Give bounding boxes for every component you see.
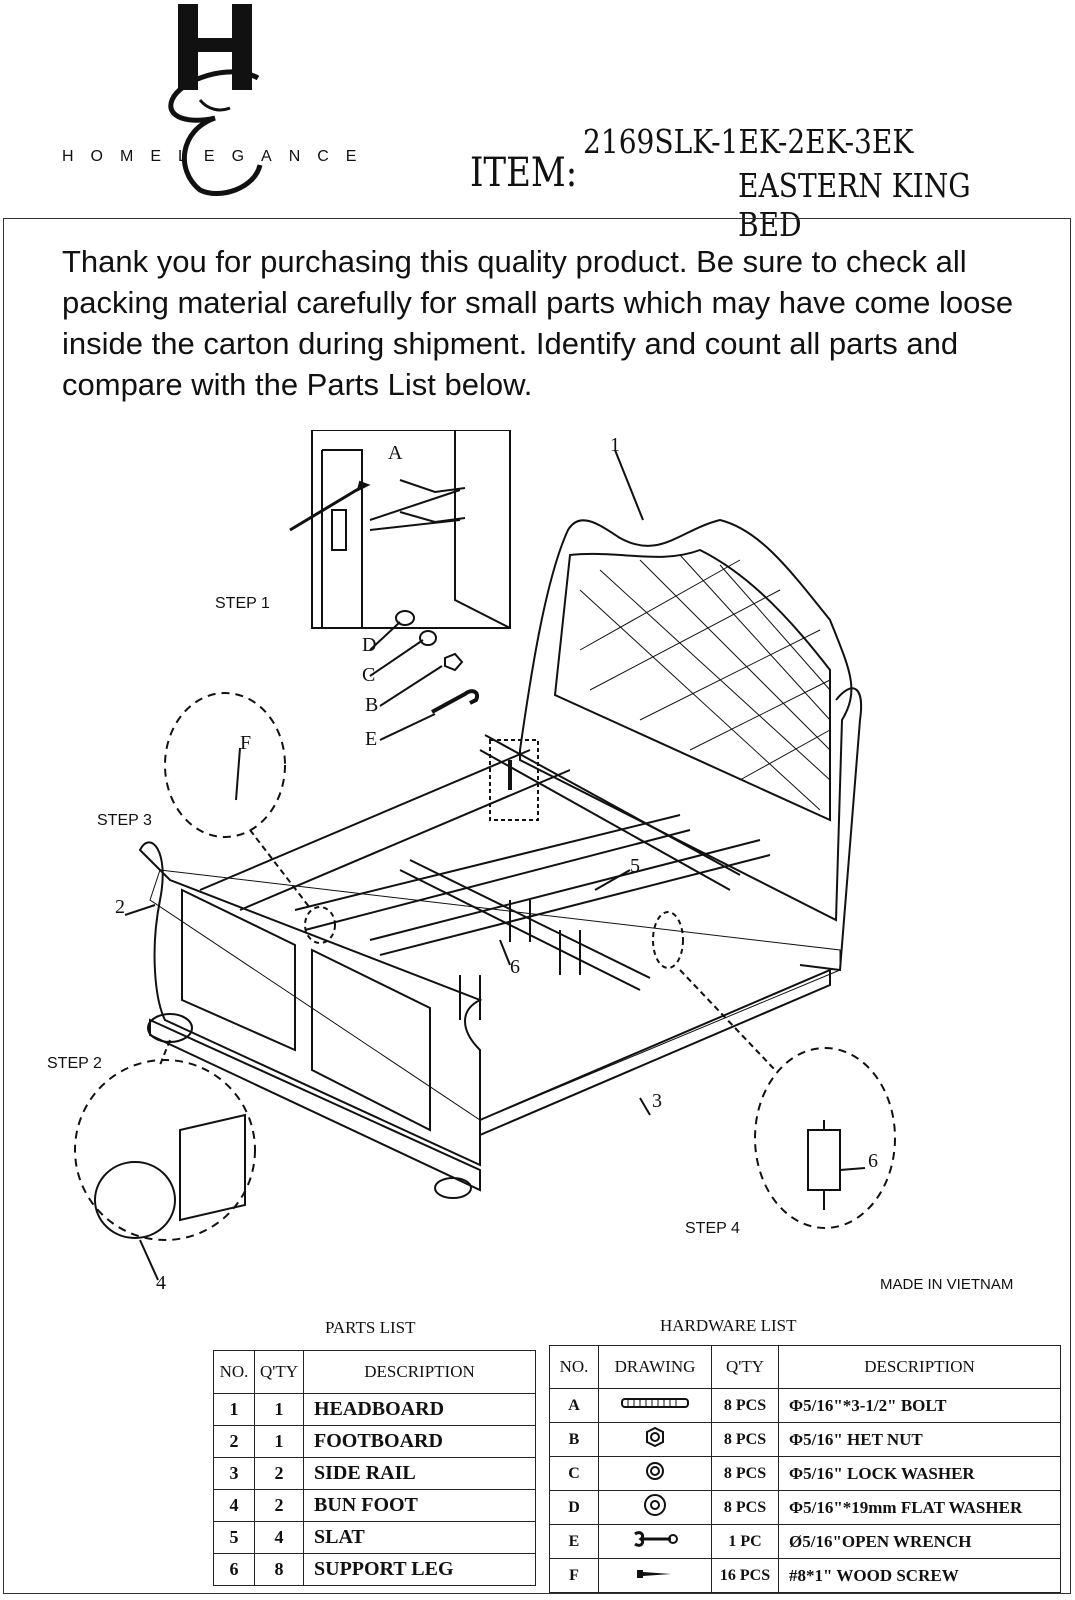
callout-2: 2 bbox=[115, 896, 125, 918]
callout-5: 5 bbox=[630, 855, 640, 877]
hardware-code: E bbox=[549, 1524, 599, 1559]
table-row: F 16 PCS#8*1" WOOD SCREW bbox=[549, 1558, 1061, 1593]
part-description: BUN FOOT bbox=[303, 1489, 536, 1522]
hardware-quantity: 8 PCS bbox=[711, 1456, 779, 1491]
callout-F: F bbox=[240, 732, 252, 754]
callout-E: E bbox=[365, 728, 378, 750]
part-quantity: 2 bbox=[254, 1489, 304, 1522]
callout-4: 4 bbox=[156, 1272, 166, 1294]
hardware-code: A bbox=[549, 1388, 599, 1423]
part-quantity: 1 bbox=[254, 1425, 304, 1458]
step-2-label: STEP 2 bbox=[47, 1055, 102, 1072]
part-description: SUPPORT LEG bbox=[303, 1553, 536, 1586]
part-number: 5 bbox=[213, 1521, 255, 1554]
column-header: NO. bbox=[549, 1345, 599, 1389]
hardware-description: Φ5/16" LOCK WASHER bbox=[778, 1456, 1061, 1491]
part-number: 4 bbox=[213, 1489, 255, 1522]
brand-name: HOMELEGANCE bbox=[62, 148, 374, 165]
column-header: Q'TY bbox=[254, 1350, 304, 1394]
part-number: 2 bbox=[213, 1425, 255, 1458]
column-header: DRAWING bbox=[598, 1345, 712, 1389]
hardware-quantity: 8 PCS bbox=[711, 1422, 779, 1457]
part-description: HEADBOARD bbox=[303, 1393, 536, 1426]
hardware-quantity: 8 PCS bbox=[711, 1388, 779, 1423]
callout-6b: 6 bbox=[868, 1150, 878, 1172]
hardware-code: D bbox=[549, 1490, 599, 1525]
part-quantity: 2 bbox=[254, 1457, 304, 1490]
part-number: 1 bbox=[213, 1393, 255, 1426]
wrench-icon bbox=[598, 1524, 712, 1559]
hardware-quantity: 16 PCS bbox=[711, 1558, 779, 1593]
step-1-label: STEP 1 bbox=[215, 595, 270, 612]
callout-6a: 6 bbox=[510, 956, 520, 978]
item-code: 2169SLK-1EK-2EK-3EK bbox=[583, 122, 914, 161]
hardware-description: Ø5/16"OPEN WRENCH bbox=[778, 1524, 1061, 1559]
part-description: SLAT bbox=[303, 1521, 536, 1554]
callout-A: A bbox=[388, 442, 403, 464]
bed-illustration bbox=[74, 429, 896, 1281]
column-header: DESCRIPTION bbox=[303, 1350, 536, 1394]
flat-washer-icon bbox=[598, 1490, 712, 1525]
hardware-description: Φ5/16"*19mm FLAT WASHER bbox=[778, 1490, 1061, 1525]
part-description: SIDE RAIL bbox=[303, 1457, 536, 1490]
hardware-description: Φ5/16" HET NUT bbox=[778, 1422, 1061, 1457]
callout-1: 1 bbox=[610, 434, 620, 456]
content-frame bbox=[3, 218, 1071, 1594]
hardware-code: F bbox=[549, 1558, 599, 1593]
part-description: FOOTBOARD bbox=[303, 1425, 536, 1458]
part-number: 6 bbox=[213, 1553, 255, 1586]
hardware-description: Φ5/16"*3-1/2" BOLT bbox=[778, 1388, 1061, 1423]
part-number: 3 bbox=[213, 1457, 255, 1490]
column-header: NO. bbox=[213, 1350, 255, 1394]
part-quantity: 4 bbox=[254, 1521, 304, 1554]
step-3-label: STEP 3 bbox=[97, 812, 152, 829]
assembly-drawing: STEP 1 STEP 2 STEP 3 STEP 4 1 2 3 4 5 6 … bbox=[40, 429, 1050, 1310]
made-in-label: MADE IN VIETNAM bbox=[880, 1276, 1014, 1293]
parts-list-title: PARTS LIST bbox=[325, 1318, 416, 1337]
bolt-icon bbox=[598, 1388, 712, 1423]
callout-B: B bbox=[365, 694, 379, 716]
hardware-list-title: HARDWARE LIST bbox=[660, 1316, 797, 1335]
item-label: ITEM: bbox=[470, 150, 578, 196]
hardware-description: #8*1" WOOD SCREW bbox=[778, 1558, 1061, 1593]
callout-D: D bbox=[362, 634, 377, 656]
part-quantity: 1 bbox=[254, 1393, 304, 1426]
item-name: EASTERN KING BED bbox=[738, 166, 971, 244]
intro-paragraph: Thank you for purchasing this quality pr… bbox=[62, 244, 1014, 402]
step-4-label: STEP 4 bbox=[685, 1220, 740, 1237]
table-header-row: NO. Q'TY DESCRIPTION bbox=[213, 1350, 536, 1394]
hardware-code: C bbox=[549, 1456, 599, 1491]
column-header: Q'TY bbox=[711, 1345, 779, 1389]
wood-screw-icon bbox=[598, 1558, 712, 1593]
homelegance-logo bbox=[168, 4, 263, 196]
callout-C: C bbox=[362, 664, 376, 686]
lock-washer-icon bbox=[598, 1456, 712, 1491]
callout-3: 3 bbox=[652, 1090, 662, 1112]
column-header: DESCRIPTION bbox=[778, 1345, 1061, 1389]
part-quantity: 8 bbox=[254, 1553, 304, 1586]
hardware-code: B bbox=[549, 1422, 599, 1457]
hex-nut-icon bbox=[598, 1422, 712, 1457]
document-header: HOMELEGANCE ITEM: 2169SLK-1EK-2EK-3EK EA… bbox=[0, 0, 1075, 244]
table-header-row: NO. DRAWING Q'TY DESCRIPTION bbox=[549, 1345, 1061, 1389]
hardware-quantity: 1 PC bbox=[711, 1524, 779, 1559]
hardware-quantity: 8 PCS bbox=[711, 1490, 779, 1525]
